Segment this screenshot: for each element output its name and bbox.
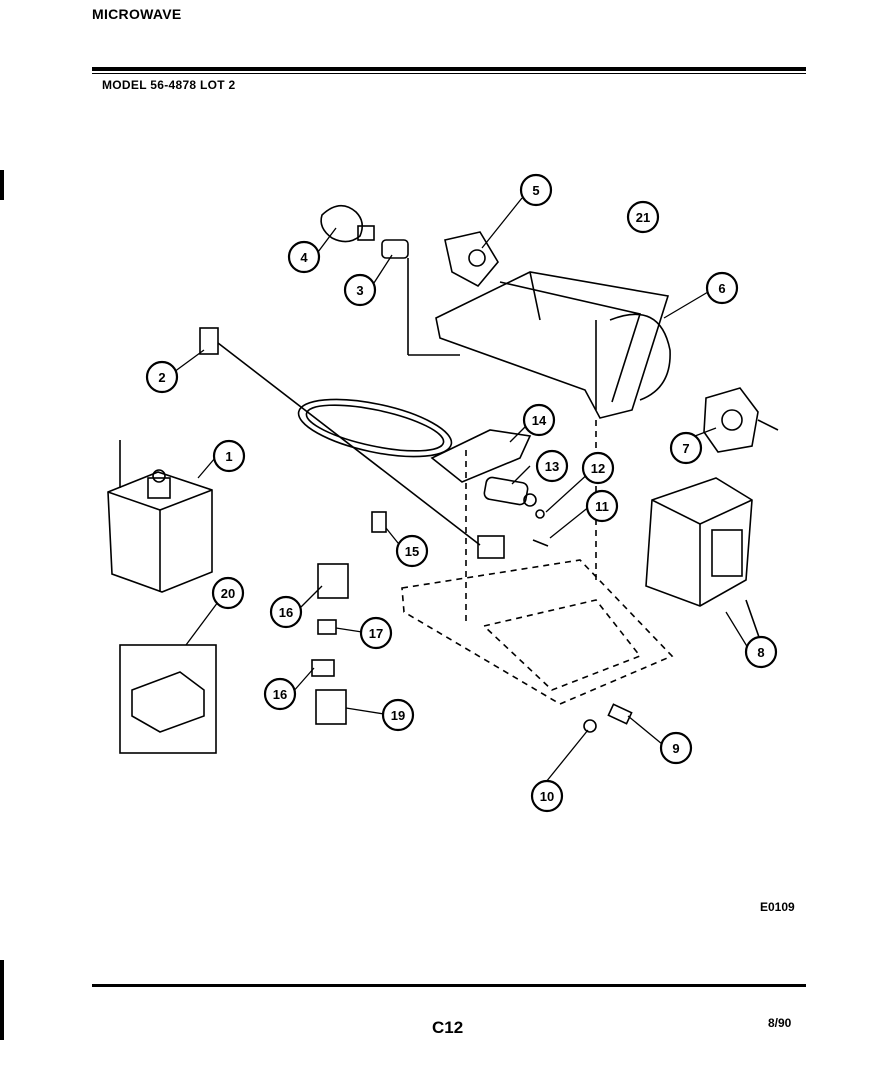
callout-1: 1 [212,439,246,473]
capacitor-bracket-part [430,429,532,483]
callout-3: 3 [343,273,377,307]
callout-14: 14 [522,403,556,437]
category-title: MICROWAVE [92,6,182,22]
svg-text:13: 13 [545,459,559,474]
callout-6: 6 [705,271,739,305]
svg-text:4: 4 [300,250,308,265]
revision-date: 8/90 [768,1016,792,1030]
header-rule [92,67,806,71]
svg-text:6: 6 [718,281,725,296]
svg-text:7: 7 [682,441,689,456]
power-cord-part [199,327,481,546]
svg-text:5: 5 [532,183,539,198]
svg-text:2: 2 [158,370,165,385]
interlock-switch-lower [311,659,347,725]
svg-text:3: 3 [356,283,363,298]
interlock-switch-upper [317,563,349,635]
latch-part [371,511,387,533]
svg-text:19: 19 [391,708,405,723]
diagram-reference-code: E0109 [760,900,795,914]
svg-text:12: 12 [591,461,605,476]
cord-connector-part [477,535,505,559]
callout-8: 8 [744,635,778,669]
control-board-box [119,644,217,754]
svg-text:1: 1 [225,449,232,464]
fan-duct-part [435,271,671,419]
callout-5: 5 [519,173,553,207]
svg-text:10: 10 [540,789,554,804]
svg-text:16: 16 [279,605,293,620]
svg-text:11: 11 [595,499,609,514]
svg-text:17: 17 [369,626,383,641]
callout-12: 12 [581,451,615,485]
callout-7: 7 [669,431,703,465]
svg-text:15: 15 [405,544,419,559]
magnetron-part [107,440,213,593]
svg-text:8: 8 [757,645,764,660]
page-number: C12 [432,1018,464,1037]
callout-20: 20 [211,576,245,610]
transformer-part [645,477,761,641]
callout-9: 9 [659,731,693,765]
callout-10: 10 [530,779,564,813]
scan-edge-mark [0,960,4,1040]
callout-11: 11 [585,489,619,523]
svg-text:14: 14 [532,413,547,428]
leader-lines [173,197,749,783]
callout-4: 4 [287,240,321,274]
header-rule-thin [92,73,806,74]
fan-blade-part [444,231,499,288]
svg-text:9: 9 [672,741,679,756]
fan-motor-part [703,387,779,453]
callout-21: 21 [626,200,660,234]
callout-19: 19 [381,698,415,732]
callout-17: 17 [359,616,393,650]
callout-16-upper: 16 [269,595,303,629]
screw-part [583,719,597,733]
model-label: MODEL 56-4878 LOT 2 [102,78,236,92]
diode-part [532,509,549,547]
callout-16-lower: 16 [263,677,297,711]
svg-text:20: 20 [221,586,235,601]
svg-text:16: 16 [273,687,287,702]
lamp-bulb-part [320,204,375,243]
fuse-part [607,703,633,725]
lamp-socket-part [381,239,460,356]
capacitor-part [483,476,537,507]
callout-15: 15 [395,534,429,568]
svg-text:21: 21 [636,210,650,225]
footer-rule [92,984,806,987]
callout-13: 13 [535,449,569,483]
scan-edge-mark [0,170,4,200]
callout-2: 2 [145,360,179,394]
